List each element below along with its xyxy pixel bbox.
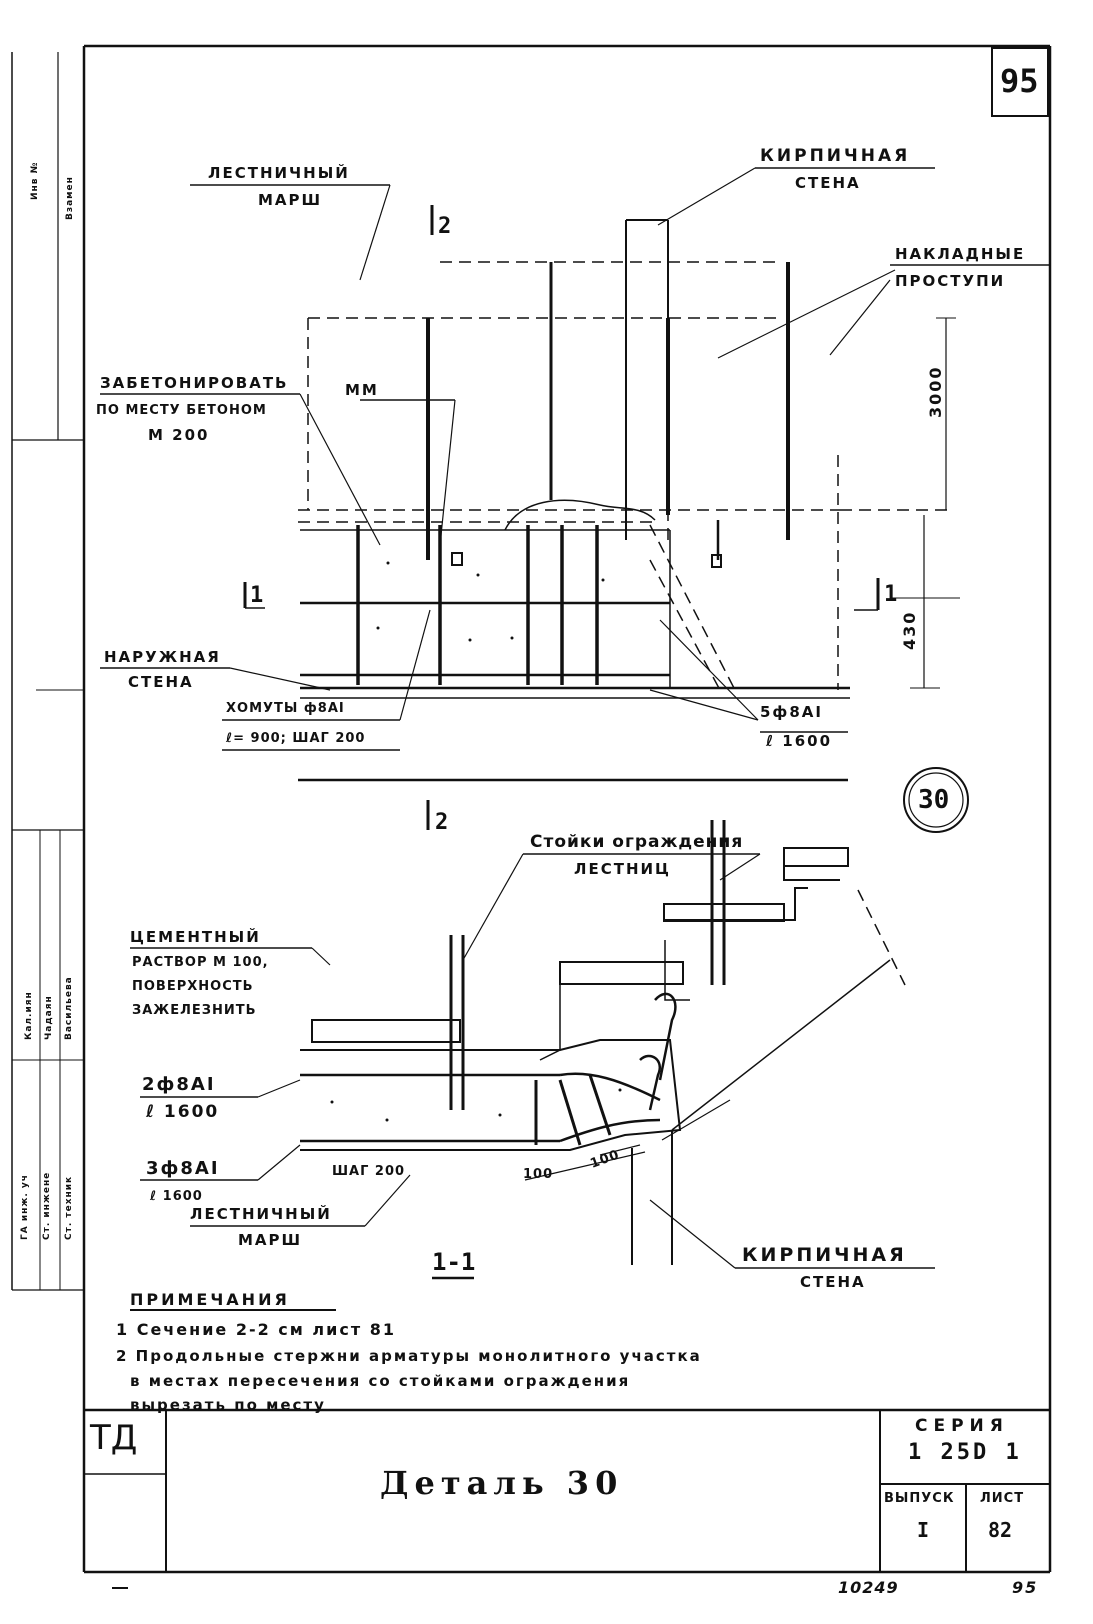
side-stamp-role-1: ГА инж. уч — [20, 1174, 30, 1240]
section-mark-2-bottom: 2 — [435, 810, 449, 835]
note-item-2: 2 Продольные стержни арматуры монолитног… — [116, 1347, 702, 1365]
section-stair-flight-label-1: ЛЕСТНИЧНЫЙ — [190, 1205, 332, 1223]
plan-concrete-note-3: М 200 — [148, 426, 210, 444]
section-mortar-note-3: ПОВЕРХНОСТЬ — [132, 979, 254, 994]
section-mark-1-1: 1-1 — [432, 1248, 476, 1276]
section-rebar-3-label-2: ℓ 1600 — [150, 1189, 203, 1204]
plan-stirrups-label-1: ХОМУТЫ ф8АI — [226, 701, 345, 716]
section-railing-label-2: ЛЕСТНИЦ — [574, 860, 671, 878]
plan-brick-wall-label-2: СТЕНА — [795, 174, 861, 192]
plan-concrete-note-1: ЗАБЕТОНИРОВАТЬ — [100, 374, 289, 392]
section-pitch-label: ШАГ 200 — [332, 1164, 406, 1179]
section-mortar-note-4: ЗАЖЕЛЕЗНИТЬ — [132, 1003, 257, 1018]
side-stamp-role-2: Ст. инжене — [42, 1171, 52, 1240]
detail-bubble-number: 30 — [918, 785, 950, 815]
bottom-page-number: 95 — [1012, 1578, 1039, 1597]
section-dim-100a: 100 — [523, 1167, 554, 1182]
note-item-3: в местах пересечения со стойками огражде… — [130, 1372, 631, 1390]
section-mark-1-right: 1 — [884, 582, 898, 607]
plan-stirrups-label-2: ℓ= 900; ШАГ 200 — [226, 731, 366, 746]
issue-value: I — [917, 1518, 930, 1542]
section-railing-label-1: Стойки ограждения — [530, 832, 744, 852]
section-mortar-note-2: РАСТВОР М 100, — [132, 955, 269, 970]
section-rebar-2-label-2: ℓ 1600 — [146, 1102, 220, 1122]
section-stair-flight-label-2: МАРШ — [238, 1231, 303, 1249]
side-stamp-name-2: Чадаян — [44, 995, 54, 1040]
plan-brick-wall-label-1: КИРПИЧНАЯ — [760, 146, 911, 166]
plan-concrete-note-2: ПО МЕСТУ БЕТОНОМ — [96, 403, 267, 418]
plan-rebar-5-label-1: 5ф8АI — [760, 703, 823, 721]
sheet-title: Деталь 30 — [380, 1464, 624, 1502]
plan-stair-flight-label-1: ЛЕСТНИЧНЫЙ — [208, 164, 350, 182]
side-stamp-name-3: Васильева — [64, 976, 74, 1040]
side-stamp-role-3: Ст. техник — [64, 1175, 74, 1240]
archive-number: 10249 — [838, 1578, 899, 1597]
sheet-value: 82 — [988, 1518, 1013, 1542]
plan-overlay-treads-label-2: ПРОСТУПИ — [895, 272, 1006, 290]
section-rebar-2-label-1: 2ф8АI — [142, 1074, 216, 1095]
plan-dim-430: 430 — [900, 610, 919, 650]
series-value: 1 25D 1 — [908, 1440, 1022, 1465]
plan-outer-wall-label-2: СТЕНА — [128, 673, 194, 691]
plan-mm-label: ММ — [345, 381, 379, 399]
stamp-code: ТД — [90, 1418, 138, 1458]
note-item-1: 1 Сечение 2-2 см лист 81 — [116, 1320, 396, 1339]
side-stamp-inventory: Инв № — [30, 161, 40, 200]
section-brick-wall-label-1: КИРПИЧНАЯ — [742, 1244, 907, 1266]
section-mark-2-top: 2 — [438, 214, 452, 239]
sheet-label: ЛИСТ — [980, 1491, 1025, 1506]
side-stamp-name-1: Кал.иян — [24, 991, 34, 1040]
plan-rebar-5-label-2: ℓ 1600 — [766, 732, 833, 750]
section-rebar-3-label-1: 3ф8АI — [146, 1158, 220, 1179]
section-brick-wall-label-2: СТЕНА — [800, 1273, 866, 1291]
plan-dim-3000: 3000 — [926, 365, 945, 418]
series-label: СЕРИЯ — [915, 1416, 1009, 1436]
notes-heading: ПРИМЕЧАНИЯ — [130, 1290, 290, 1309]
plan-stair-flight-label-2: МАРШ — [258, 191, 323, 209]
note-item-4: вырезать по месту — [130, 1396, 326, 1414]
plan-outer-wall-label-1: НАРУЖНАЯ — [104, 648, 221, 666]
side-stamp-replacement: Взамен — [65, 176, 75, 220]
plan-overlay-treads-label-1: НАКЛАДНЫЕ — [895, 245, 1026, 263]
section-mortar-note-1: ЦЕМЕНТНЫЙ — [130, 928, 261, 946]
section-mark-1-left: 1 — [250, 583, 264, 608]
issue-label: ВЫПУСК — [884, 1491, 955, 1506]
page-number: 95 — [1000, 62, 1039, 100]
